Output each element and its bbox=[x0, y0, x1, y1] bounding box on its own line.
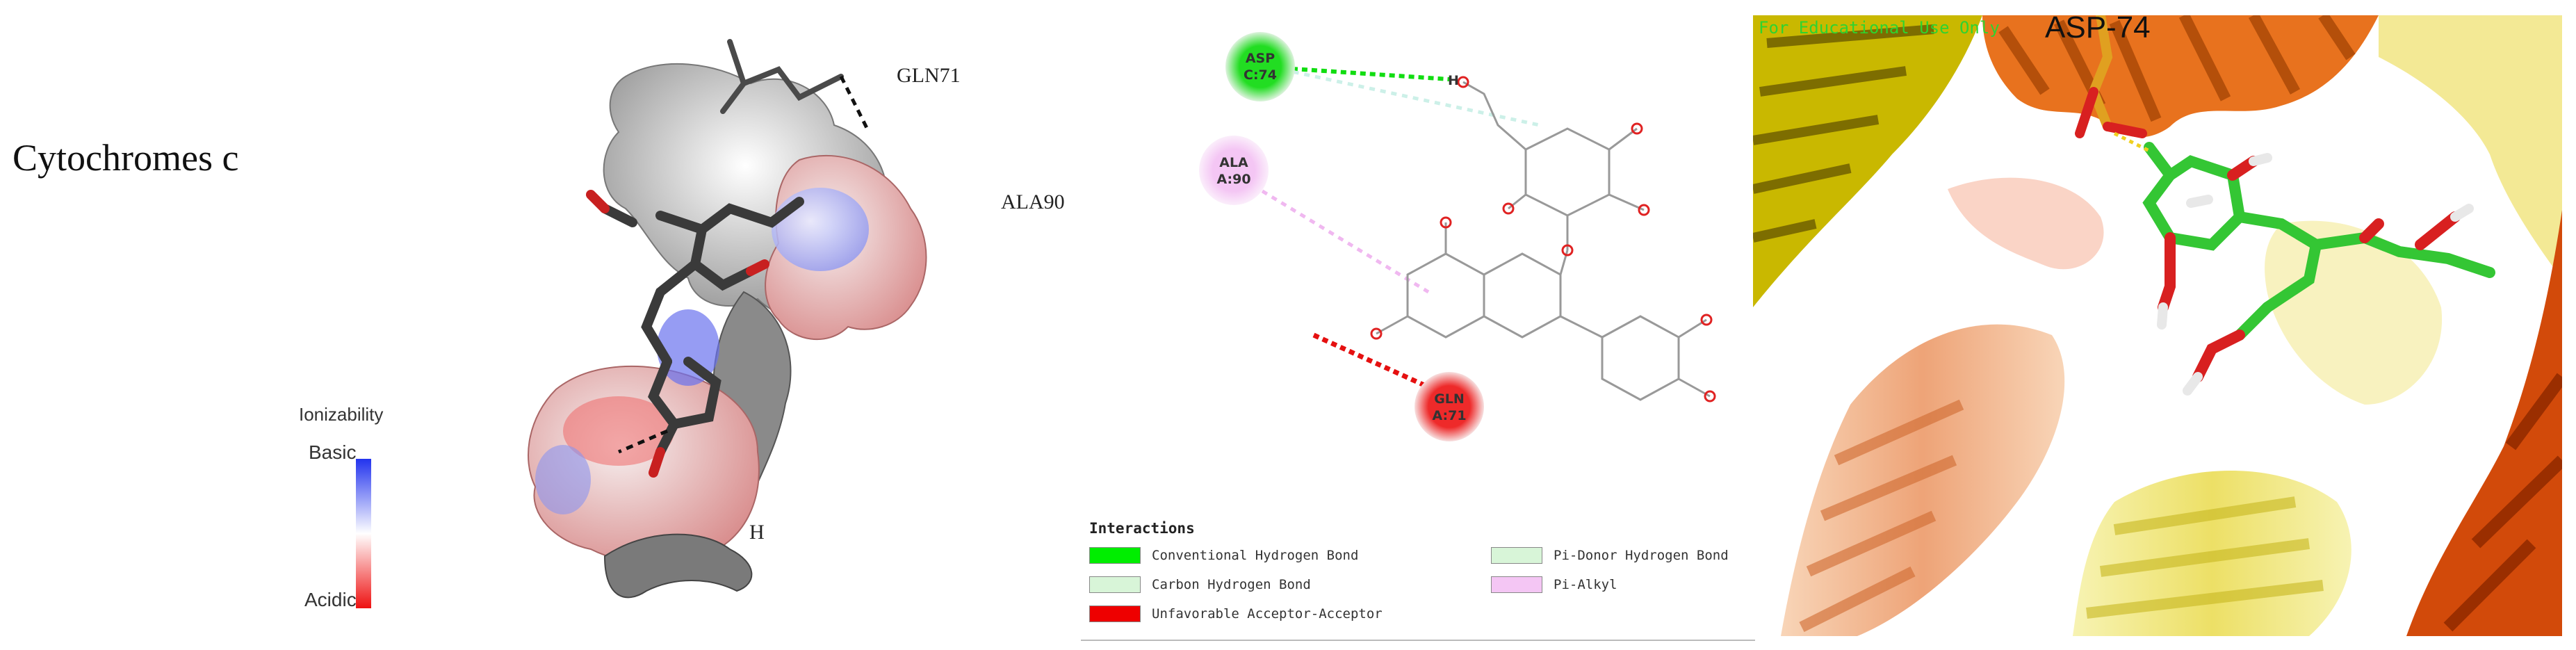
surface-acidic-patch bbox=[563, 396, 674, 466]
helix-faded-upper bbox=[1948, 177, 2104, 270]
legend-swatch-pi-alkyl bbox=[1491, 576, 1542, 593]
residue-node-asp74-line1: ASP bbox=[1246, 51, 1275, 66]
surface-basic-patch-lower bbox=[535, 445, 591, 514]
helix-top-orange bbox=[1982, 15, 2379, 138]
watermark-text: For Educational Use Only bbox=[1759, 18, 2000, 38]
interaction-line-ala90 bbox=[1232, 172, 1430, 294]
residue-node-gln71-line1: GLN bbox=[1434, 391, 1465, 407]
legend-label-pi-alkyl: Pi-Alkyl bbox=[1554, 577, 1617, 592]
legend-swatch-pi-donor-hbond bbox=[1491, 547, 1542, 564]
residue-label-ala90: ALA90 bbox=[1001, 190, 1065, 213]
interaction-line-asp74 bbox=[1282, 66, 1450, 81]
legend-swatch-unfavorable-acceptor bbox=[1089, 606, 1141, 622]
legend-label-unfavorable-acceptor: Unfavorable Acceptor-Acceptor bbox=[1152, 606, 1383, 621]
legend-swatch-carbon-hbond bbox=[1089, 576, 1141, 593]
ionizability-legend-basic: Basic bbox=[309, 441, 356, 463]
residue-node-ala90-line2: A:90 bbox=[1216, 172, 1250, 187]
legend-label-carbon-hbond: Carbon Hydrogen Bond bbox=[1152, 577, 1311, 592]
ligand-oxygen-atoms bbox=[1370, 76, 1716, 403]
legend-divider bbox=[1081, 640, 1755, 641]
ligand-hydrogens-cartoon bbox=[2157, 153, 2474, 396]
residue-label-h: H bbox=[749, 521, 765, 544]
gln71-sidechain bbox=[720, 39, 844, 114]
ionizability-legend-bar bbox=[356, 459, 371, 608]
legend-item-unfavorable-acceptor: Unfavorable Acceptor-Acceptor bbox=[1089, 603, 1383, 624]
legend-item-pi-alkyl: Pi-Alkyl bbox=[1491, 574, 1617, 595]
row-label: Cytochromes c bbox=[13, 137, 239, 179]
atom-h-label: H bbox=[1448, 73, 1459, 88]
cartoon-render: For Educational Use Only ASP-74 bbox=[1753, 15, 2562, 636]
ionizability-legend-title: Ionizability bbox=[299, 404, 383, 425]
legend-item-pi-donor-hbond: Pi-Donor Hydrogen Bond bbox=[1491, 545, 1729, 566]
interactions-legend-heading: Interactions bbox=[1089, 520, 1195, 537]
interaction-diagram: H ASP C:74 ALA A:90 GLN A:71 bbox=[1199, 32, 1716, 441]
ligand-oxygens bbox=[586, 190, 769, 478]
helix-right-yellow bbox=[2379, 15, 2562, 279]
residue-label-gln71: GLN71 bbox=[897, 64, 961, 87]
helix-top-orange-stripes bbox=[1998, 15, 2356, 122]
helix-faded-bottom-stripes bbox=[2086, 496, 2324, 619]
legend-swatch-conventional-hbond bbox=[1089, 547, 1141, 564]
ligand-sticks-cartoon bbox=[2142, 142, 2495, 382]
surface-ribbon-bottom bbox=[603, 533, 753, 599]
surface-basic-patch-mid bbox=[657, 309, 719, 386]
hbond-gln71 bbox=[839, 75, 871, 133]
asp74-sticks bbox=[2075, 15, 2147, 138]
residue-node-gln71-line2: A:71 bbox=[1432, 408, 1466, 423]
residue-label-asp74: ASP-74 bbox=[2045, 15, 2151, 44]
residue-node-asp74: ASP C:74 bbox=[1225, 32, 1295, 101]
residue-node-ala90-line1: ALA bbox=[1219, 155, 1248, 170]
residue-node-ala90: ALA A:90 bbox=[1199, 136, 1269, 205]
helix-faded-left-stripes bbox=[1799, 399, 1964, 633]
hbond-dash-cartoon bbox=[2113, 131, 2151, 153]
helix-right-dark-stripes bbox=[2443, 373, 2562, 632]
helix-top-left-stripes bbox=[1753, 24, 1934, 243]
hbond-lower bbox=[618, 429, 668, 454]
residue-node-asp74-line2: C:74 bbox=[1244, 67, 1277, 83]
residue-node-gln71: GLN A:71 bbox=[1415, 372, 1484, 441]
surface-view-panel: GLN71 ALA90 H Ionizability Basic Acidic bbox=[299, 0, 1077, 650]
legend-label-pi-donor-hbond: Pi-Donor Hydrogen Bond bbox=[1554, 548, 1729, 563]
ligand-sticks bbox=[600, 197, 804, 457]
legend-label-conventional-hbond: Conventional Hydrogen Bond bbox=[1152, 548, 1359, 563]
helix-right-dark bbox=[2406, 210, 2562, 636]
legend-item-carbon-hbond: Carbon Hydrogen Bond bbox=[1089, 574, 1311, 595]
legend-item-conventional-hbond: Conventional Hydrogen Bond bbox=[1089, 545, 1358, 566]
ligand-structure bbox=[1376, 81, 1711, 401]
cartoon-view-panel: For Educational Use Only ASP-74 bbox=[1753, 15, 2562, 636]
ionizability-legend-acidic: Acidic bbox=[304, 589, 357, 610]
surface-render: GLN71 ALA90 H Ionizability Basic Acidic bbox=[299, 39, 1065, 610]
interaction-diagram-panel: H ASP C:74 ALA A:90 GLN A:71 Interaction… bbox=[1081, 0, 1755, 650]
surface-basic-patch bbox=[772, 188, 869, 271]
interactions-legend: Interactions Conventional Hydrogen Bond … bbox=[1081, 513, 1755, 645]
